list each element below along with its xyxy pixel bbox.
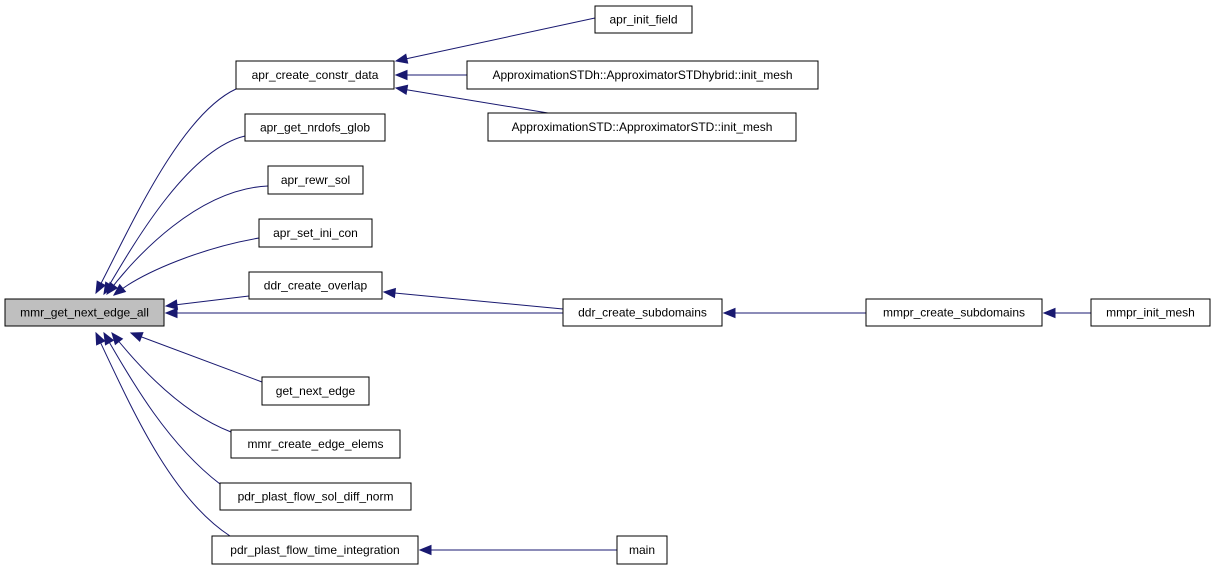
edge-apr-create-constr-data-to-mmr-get-next-edge-all [95,88,237,295]
arrowhead [382,287,396,299]
edge-line [130,332,263,383]
node-box [261,376,370,406]
arrowhead [394,53,409,64]
node-mmr-get-next-edge-all[interactable]: mmr_get_next_edge_all [4,298,165,327]
edge-line [95,332,231,537]
edge-ddr-create-subdomains-to-mmr-get-next-edge-all [164,307,563,319]
edge-approx-std-init-mesh-to-apr-create-constr-data [394,84,549,114]
node-label: apr_get_nrdofs_glob [260,121,370,135]
node-label: main [629,543,655,557]
node-ddr-create-subdomains[interactable]: ddr_create_subdomains [562,298,723,327]
edge-apr-get-nrdofs-glob-to-mmr-get-next-edge-all [103,135,246,296]
edge-mmr-create-edge-elems-to-mmr-get-next-edge-all [111,331,232,433]
node-apr-get-nrdofs-glob[interactable]: apr_get_nrdofs_glob [244,113,386,142]
node-main[interactable]: main [616,535,668,565]
node-box [248,271,383,300]
edge-pdr-plast-flow-time-integration-to-mmr-get-next-edge-all [95,331,231,537]
arrowhead [129,332,144,342]
edge-apr-init-field-to-apr-create-constr-data [394,17,596,64]
arrowhead [111,331,124,346]
edge-mmpr-create-subdomains-to-ddr-create-subdomains [722,307,866,319]
node-label: mmr_get_next_edge_all [20,306,149,320]
node-label: ddr_create_subdomains [578,306,707,320]
node-label: ApproximationSTDh::ApproximatorSTDhybrid… [492,68,792,82]
node-box [865,298,1043,327]
edge-line [113,237,260,296]
call-graph-nodes: mmr_get_next_edge_all apr_create_constr_… [4,5,1211,565]
node-apr-init-field[interactable]: apr_init_field [594,5,693,34]
node-label: mmpr_init_mesh [1106,306,1195,320]
node-box [267,165,364,195]
call-graph-edges [95,17,1091,556]
edge-ddr-create-overlap-to-mmr-get-next-edge-all [164,295,250,310]
node-ddr-create-overlap[interactable]: ddr_create_overlap [248,271,383,300]
node-label: mmr_create_edge_elems [247,437,383,451]
node-box [487,112,797,142]
edge-pdr-plast-flow-sol-diff-norm-to-mmr-get-next-edge-all [103,331,221,485]
edge-line [395,17,596,62]
node-box [1090,298,1211,327]
arrowhead [95,280,106,295]
node-box [230,429,401,459]
arrowhead [164,307,178,319]
edge-line [106,185,269,295]
node-box [258,218,373,248]
node-box [211,535,419,565]
node-label: apr_create_constr_data [252,68,379,82]
node-box [219,482,412,511]
edge-line [165,295,250,307]
arrowhead [106,281,119,296]
node-label: get_next_edge [276,384,356,398]
arrowhead [418,544,432,556]
node-box [466,60,819,90]
node-pdr-plast-flow-sol-diff-norm[interactable]: pdr_plast_flow_sol_diff_norm [219,482,412,511]
node-label: mmpr_create_subdomains [883,306,1025,320]
arrowhead [112,283,127,296]
node-get-next-edge[interactable]: get_next_edge [261,376,370,406]
edge-line [111,332,232,433]
arrowhead [1042,307,1056,319]
arrowhead [722,307,736,319]
node-box [562,298,723,327]
node-box [244,113,386,142]
node-mmpr-init-mesh[interactable]: mmpr_init_mesh [1090,298,1211,327]
node-approx-stdh-init-mesh[interactable]: ApproximationSTDh::ApproximatorSTDhybrid… [466,60,819,90]
edge-ddr-create-subdomains-to-ddr-create-overlap [382,287,564,310]
node-pdr-plast-flow-time-integration[interactable]: pdr_plast_flow_time_integration [211,535,419,565]
node-apr-create-constr-data[interactable]: apr_create_constr_data [235,60,395,90]
node-label: ddr_create_overlap [264,279,368,293]
node-label: apr_init_field [609,13,677,27]
node-label: ApproximationSTD::ApproximatorSTD::init_… [512,120,773,134]
node-label: pdr_plast_flow_time_integration [230,543,399,557]
edge-line [395,87,549,114]
edge-line [383,291,564,310]
edge-apr-set-ini-con-to-mmr-get-next-edge-all [112,237,260,296]
node-apr-rewr-sol[interactable]: apr_rewr_sol [267,165,364,195]
arrowhead [103,331,115,346]
edge-mmpr-init-mesh-to-mmpr-create-subdomains [1042,307,1091,319]
edge-line [103,332,221,485]
edge-main-to-pdr-plast-flow-time-integration [418,544,617,556]
node-box [616,535,668,565]
node-box [235,60,395,90]
arrowhead [164,299,179,310]
edge-get-next-edge-to-mmr-get-next-edge-all [129,332,263,383]
edge-line [95,88,237,294]
node-apr-set-ini-con[interactable]: apr_set_ini_con [258,218,373,248]
node-mmpr-create-subdomains[interactable]: mmpr_create_subdomains [865,298,1043,327]
node-mmr-create-edge-elems[interactable]: mmr_create_edge_elems [230,429,401,459]
node-label: pdr_plast_flow_sol_diff_norm [238,490,394,504]
edge-approx-stdh-init-mesh-to-apr-create-constr-data [394,69,467,81]
arrowhead [394,69,408,81]
node-label: apr_set_ini_con [273,226,358,240]
node-label: apr_rewr_sol [281,173,350,187]
arrowhead [394,84,409,96]
node-approx-std-init-mesh[interactable]: ApproximationSTD::ApproximatorSTD::init_… [487,112,797,142]
node-box [594,5,693,34]
edge-line [103,135,246,295]
node-box [4,298,165,327]
arrowhead [95,331,106,346]
edge-apr-rewr-sol-to-mmr-get-next-edge-all [106,185,269,296]
